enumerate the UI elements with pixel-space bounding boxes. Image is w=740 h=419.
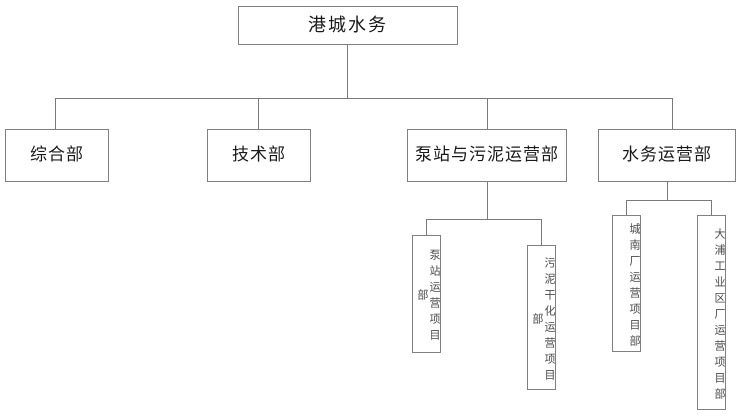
connector-level2-bus	[55, 98, 673, 99]
org-node-project-4[interactable]: 大浦工业区厂运营项目部	[697, 215, 726, 410]
connector-dept4-drop	[667, 182, 668, 200]
connector-drop-proj4	[711, 200, 712, 215]
org-node-dept-3[interactable]: 泵站与污泥运营部	[407, 129, 567, 182]
connector-drop-dept3	[487, 98, 488, 129]
connector-dept4-bus	[626, 200, 711, 201]
connector-drop-proj1	[426, 219, 427, 235]
connector-dept3-bus	[426, 219, 542, 220]
connector-drop-dept2	[258, 98, 259, 129]
org-node-root[interactable]: 港城水务	[238, 6, 458, 45]
connector-root-drop	[347, 45, 348, 98]
org-node-dept-2[interactable]: 技术部	[207, 129, 311, 182]
connector-dept3-drop	[487, 182, 488, 219]
connector-drop-proj2	[541, 219, 542, 245]
org-node-dept-4[interactable]: 水务运营部	[598, 129, 736, 182]
org-node-project-1[interactable]: 泵站运营项目部	[412, 235, 441, 353]
org-node-project-2[interactable]: 污泥干化运营项目部	[527, 245, 556, 390]
org-node-project-3[interactable]: 城南厂运营项目部	[612, 215, 641, 352]
connector-drop-proj3	[626, 200, 627, 215]
connector-drop-dept1	[55, 98, 56, 129]
org-node-dept-1[interactable]: 综合部	[5, 129, 109, 182]
connector-drop-dept4	[672, 98, 673, 129]
